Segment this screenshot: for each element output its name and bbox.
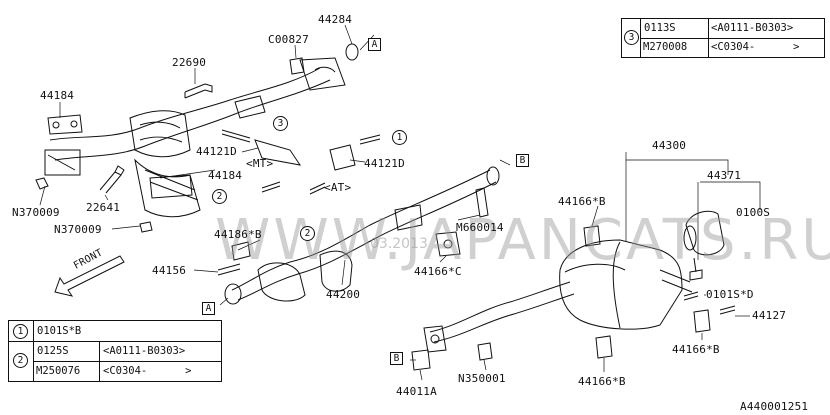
legend-left-row1: 0101S*B bbox=[37, 325, 82, 337]
label-c00827[interactable]: C00827 bbox=[268, 33, 309, 46]
legend-right-row1-part: 0113S bbox=[644, 22, 676, 34]
center-pipe-44200 bbox=[224, 166, 500, 305]
legend-left-circle-2: 2 bbox=[13, 353, 28, 368]
legend-table-left: 1 0101S*B 2 0125S <A0111-B0303> M250076 … bbox=[8, 320, 222, 382]
gasket-44184-top bbox=[47, 114, 83, 135]
rubber-hanger-44166c bbox=[435, 231, 461, 257]
legend-left-circle-1: 1 bbox=[13, 324, 28, 339]
rubber-hanger-44166b-right bbox=[693, 309, 711, 333]
label-44166c[interactable]: 44166*C bbox=[414, 265, 462, 278]
label-44186b[interactable]: 44186*B bbox=[214, 228, 262, 241]
rear-pipe-44011a bbox=[423, 281, 575, 353]
label-n350001[interactable]: N350001 bbox=[458, 372, 506, 385]
front-direction-arrow bbox=[54, 255, 125, 297]
muffler-44300 bbox=[559, 239, 693, 330]
label-44166b-top[interactable]: 44166*B bbox=[558, 195, 606, 208]
label-mt: <MT> bbox=[246, 157, 274, 170]
label-22690[interactable]: 22690 bbox=[172, 56, 207, 69]
oxygen-sensor-22690 bbox=[184, 83, 213, 99]
label-44011a[interactable]: 44011A bbox=[396, 385, 437, 398]
label-44127[interactable]: 44127 bbox=[752, 309, 787, 322]
ref-circle-2-a[interactable]: 2 bbox=[212, 189, 227, 204]
label-n370009-mid[interactable]: N370009 bbox=[54, 223, 102, 236]
bracket-44121d-left bbox=[254, 139, 302, 166]
label-44121d-right[interactable]: 44121D bbox=[364, 157, 405, 170]
legend-left-row2-part: 0125S bbox=[37, 345, 69, 357]
legend-right-row2-part: M270008 bbox=[643, 41, 688, 53]
ref-circle-1[interactable]: 1 bbox=[392, 130, 407, 145]
gasket-44011a bbox=[411, 349, 431, 371]
label-44184-top[interactable]: 44184 bbox=[40, 89, 75, 102]
label-44371[interactable]: 44371 bbox=[707, 169, 742, 182]
label-0100s[interactable]: 0100S bbox=[736, 206, 771, 219]
ref-b-top[interactable]: B bbox=[516, 154, 529, 167]
nut-n350001 bbox=[477, 342, 493, 361]
label-44121d-left[interactable]: 44121D bbox=[196, 145, 237, 158]
legend-left-row2-range: <A0111-B0303> bbox=[103, 345, 186, 357]
legend-left-row3-range: <C0304- > bbox=[103, 365, 192, 377]
legend-right-circle: 3 bbox=[624, 30, 639, 45]
oxygen-sensor-22641 bbox=[99, 165, 125, 194]
label-44156[interactable]: 44156 bbox=[152, 264, 187, 277]
label-44200[interactable]: 44200 bbox=[326, 288, 361, 301]
label-44166b-bottom[interactable]: 44166*B bbox=[578, 375, 626, 388]
ref-a-bottom[interactable]: A bbox=[202, 302, 215, 315]
legend-right-row2-range: <C0304- > bbox=[711, 41, 800, 53]
label-n370009-left[interactable]: N370009 bbox=[12, 206, 60, 219]
label-m660014[interactable]: M660014 bbox=[456, 221, 504, 234]
diagram-id: A440001251 bbox=[740, 400, 809, 413]
gasket-44184-mid bbox=[149, 174, 193, 199]
label-at: <AT> bbox=[324, 181, 352, 194]
nut-n370009-left bbox=[35, 177, 49, 190]
legend-table-right: 3 0113S <A0111-B0303> M270008 <C0304- > bbox=[621, 18, 825, 58]
watermark: WWW.JAPANCATS.RU bbox=[215, 208, 830, 273]
front-exhaust-pipe bbox=[44, 57, 346, 218]
ref-circle-3[interactable]: 3 bbox=[273, 116, 288, 131]
nut-n370009-mid bbox=[139, 221, 153, 233]
ref-circle-2-b[interactable]: 2 bbox=[300, 226, 315, 241]
legend-left-row3-part: M250076 bbox=[36, 365, 81, 377]
gasket-44284 bbox=[345, 43, 359, 61]
label-44184-mid[interactable]: 44184 bbox=[208, 169, 243, 182]
ref-a-top[interactable]: A bbox=[368, 38, 381, 51]
bracket-44121d-right bbox=[329, 144, 356, 171]
label-44284[interactable]: 44284 bbox=[318, 13, 353, 26]
rubber-hanger-44166b-bottom bbox=[595, 335, 613, 359]
tail-pipe-cover bbox=[683, 210, 725, 281]
label-44300[interactable]: 44300 bbox=[652, 139, 687, 152]
legend-right-row1-range: <A0111-B0303> bbox=[711, 22, 794, 34]
watermark-date: 03.2013 bbox=[370, 236, 428, 252]
label-22641[interactable]: 22641 bbox=[86, 201, 121, 214]
label-44166b-right[interactable]: 44166*B bbox=[672, 343, 720, 356]
rubber-hanger-44166b-top bbox=[583, 225, 601, 247]
ref-b-bottom[interactable]: B bbox=[390, 352, 403, 365]
label-0101sd[interactable]: 0101S*D bbox=[706, 288, 754, 301]
